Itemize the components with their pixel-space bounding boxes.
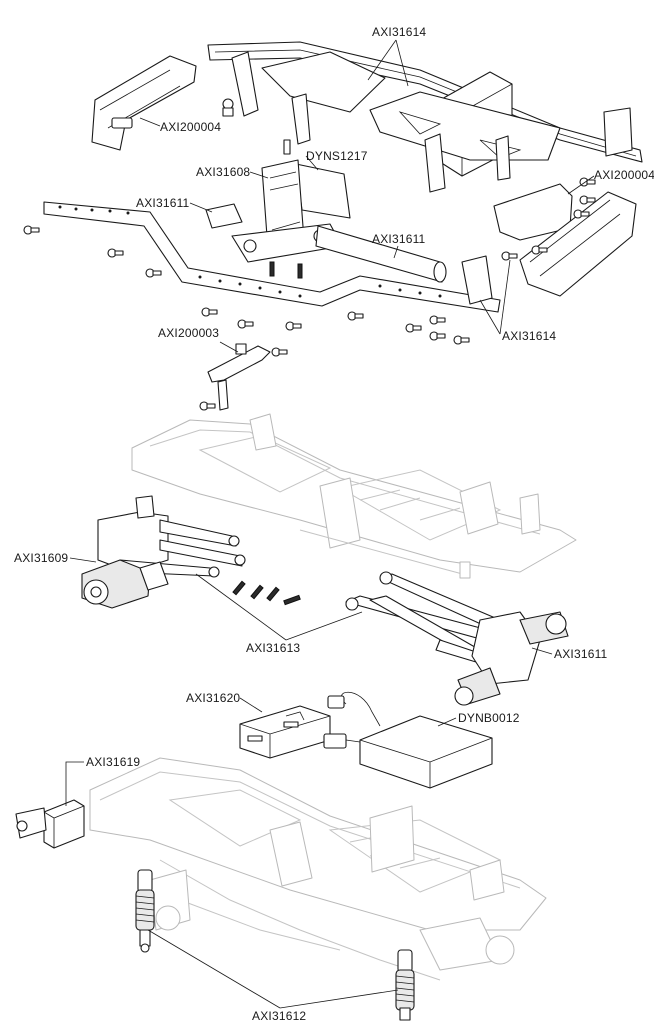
receiver-part	[239, 705, 331, 759]
shock-left	[135, 869, 155, 953]
callout-axi31609: AXI31609	[14, 551, 68, 565]
callout-axi31611-driveshaft: AXI31611	[372, 232, 426, 246]
callout-axi31611-transfer: AXI31611	[136, 196, 190, 210]
callout-axi31608: AXI31608	[196, 165, 250, 179]
bottom-chassis-ghost	[89, 757, 547, 981]
leader-lines	[65, 39, 595, 1009]
callout-dynb0012: DYNB0012	[458, 711, 520, 725]
callout-axi31614-top: AXI31614	[372, 25, 426, 39]
shock-right	[395, 949, 415, 1021]
callout-axi200004-right: AXI200004	[594, 168, 654, 182]
middle-chassis-ghost	[131, 413, 577, 579]
rear-links-axle	[345, 571, 569, 706]
callout-axi200003: AXI200003	[158, 326, 219, 340]
callout-labels: AXI31614 AXI200004 DYNS1217 AXI31608 AXI…	[14, 25, 654, 1023]
skid-bracket-part	[199, 343, 271, 411]
loose-screws-middle	[232, 580, 301, 606]
lower-frame-rail	[43, 183, 637, 313]
callout-axi31619: AXI31619	[86, 755, 140, 769]
callout-axi31613: AXI31613	[246, 641, 300, 655]
callout-axi31620: AXI31620	[186, 691, 240, 705]
callout-axi31612: AXI31612	[252, 1009, 306, 1023]
callout-axi31611-rear: AXI31611	[554, 647, 608, 661]
loose-screws-upper	[23, 177, 596, 357]
callout-axi200004-left: AXI200004	[160, 120, 221, 134]
servo-part	[15, 799, 85, 849]
battery-part	[323, 691, 493, 789]
upper-chassis-assembly	[91, 41, 643, 193]
front-axle-assembly	[81, 495, 246, 609]
transmission-motor-assembly	[205, 139, 447, 283]
callout-dyns1217: DYNS1217	[306, 149, 368, 163]
callout-axi31614-bottom: AXI31614	[502, 329, 556, 343]
